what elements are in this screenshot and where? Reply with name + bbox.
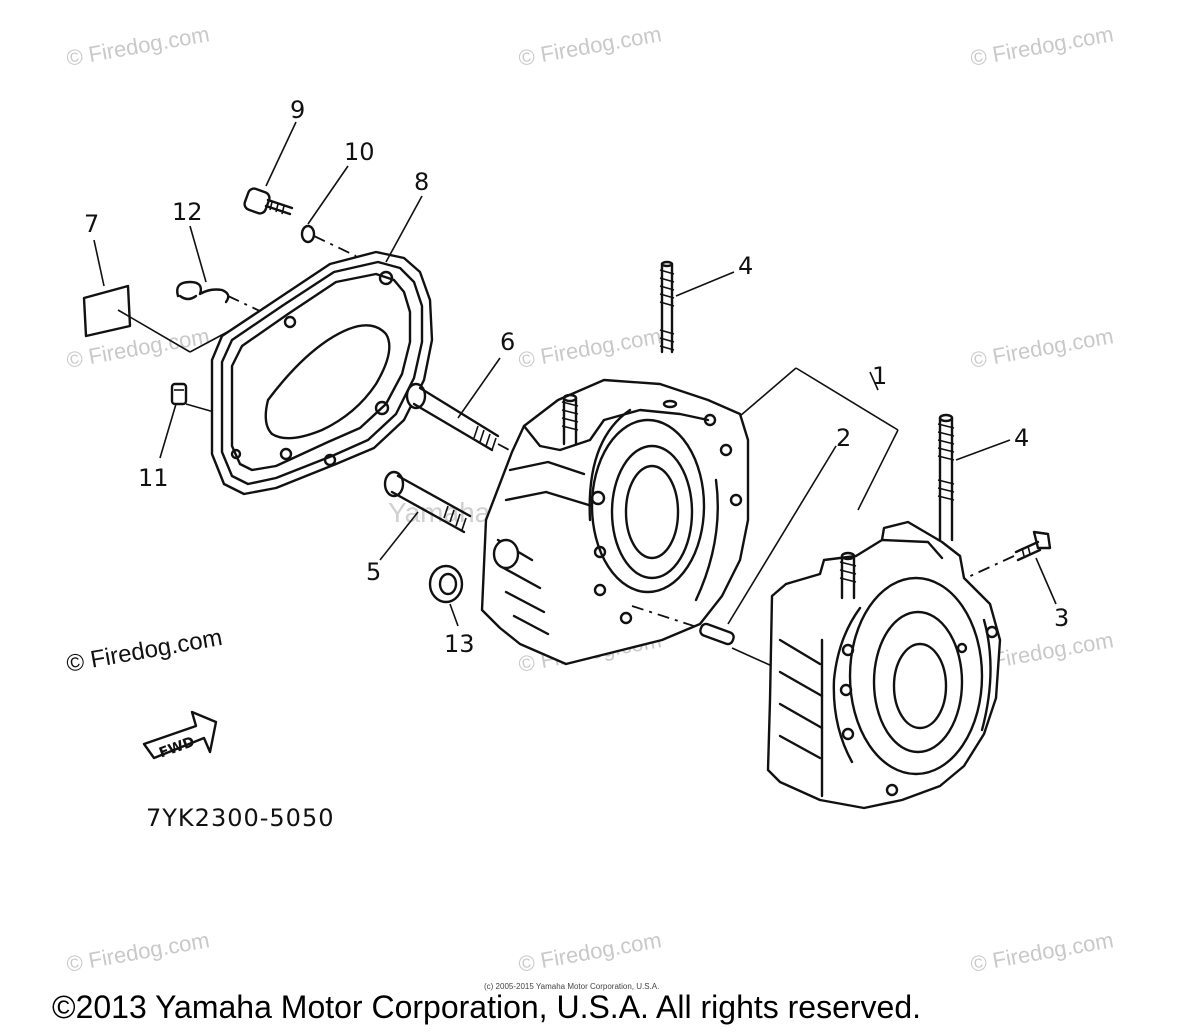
- watermark: © Firedog.com: [969, 323, 1116, 373]
- watermark: © Firedog.com: [517, 21, 664, 71]
- watermark: © Firedog.com: [65, 21, 212, 71]
- part-4-stud-top: [659, 260, 735, 354]
- watermark: © Firedog.com: [517, 927, 664, 977]
- part-11-grommet: [170, 382, 215, 413]
- callout-7: 7: [84, 210, 99, 238]
- part-9-bolt: [243, 121, 297, 216]
- callout-12: 12: [172, 198, 203, 226]
- callout-5: 5: [366, 558, 381, 586]
- copyright-footer: ©2013 Yamaha Motor Corporation, U.S.A. A…: [52, 989, 921, 1025]
- part-10-washer: [300, 165, 357, 257]
- part-1-crankcase-left: [480, 378, 750, 666]
- part-12-clip: [176, 280, 263, 313]
- callout-2: 2: [836, 424, 851, 452]
- part-1-crankcase-right: [766, 520, 1002, 810]
- callout-3: 3: [1054, 604, 1069, 632]
- callout-4: 4: [738, 252, 753, 280]
- part-5-bolt: [379, 470, 472, 561]
- watermark: © Firedog.com: [969, 927, 1116, 977]
- watermark: © Firedog.com: [65, 927, 212, 977]
- part-1-bracket: [731, 367, 899, 667]
- part-8-cover: [210, 250, 434, 496]
- leader-line: [159, 403, 177, 459]
- callout-4: 4: [1014, 424, 1029, 452]
- part-3-screw: [965, 530, 1057, 605]
- callout-layer: 1 2 3 4 4 5 6 7 8 9 10 11 12 13: [84, 96, 1069, 658]
- part-7-label: [82, 284, 247, 353]
- part-4-stud-right: [937, 413, 1011, 542]
- leader-line: [93, 239, 105, 287]
- callout-10: 10: [344, 138, 375, 166]
- callout-13: 13: [444, 630, 475, 658]
- part-2-pin: [631, 445, 837, 646]
- watermark: © Firedog.com: [64, 624, 224, 678]
- small-notice: (c) 2005-2015 Yamaha Motor Corporation, …: [484, 982, 659, 991]
- callout-6: 6: [500, 328, 515, 356]
- leader-line: [189, 225, 207, 283]
- callout-8: 8: [414, 168, 429, 196]
- watermark: © Firedog.com: [517, 323, 664, 373]
- leader-line: [385, 195, 423, 263]
- callout-11: 11: [138, 464, 169, 492]
- watermark: © Firedog.com: [969, 21, 1116, 71]
- callout-9: 9: [290, 96, 305, 124]
- part-13-seal: [428, 564, 464, 627]
- callout-1: 1: [872, 362, 887, 390]
- diagram-code: 7YK2300-5050: [146, 804, 334, 832]
- fwd-arrow: FWD: [142, 710, 218, 762]
